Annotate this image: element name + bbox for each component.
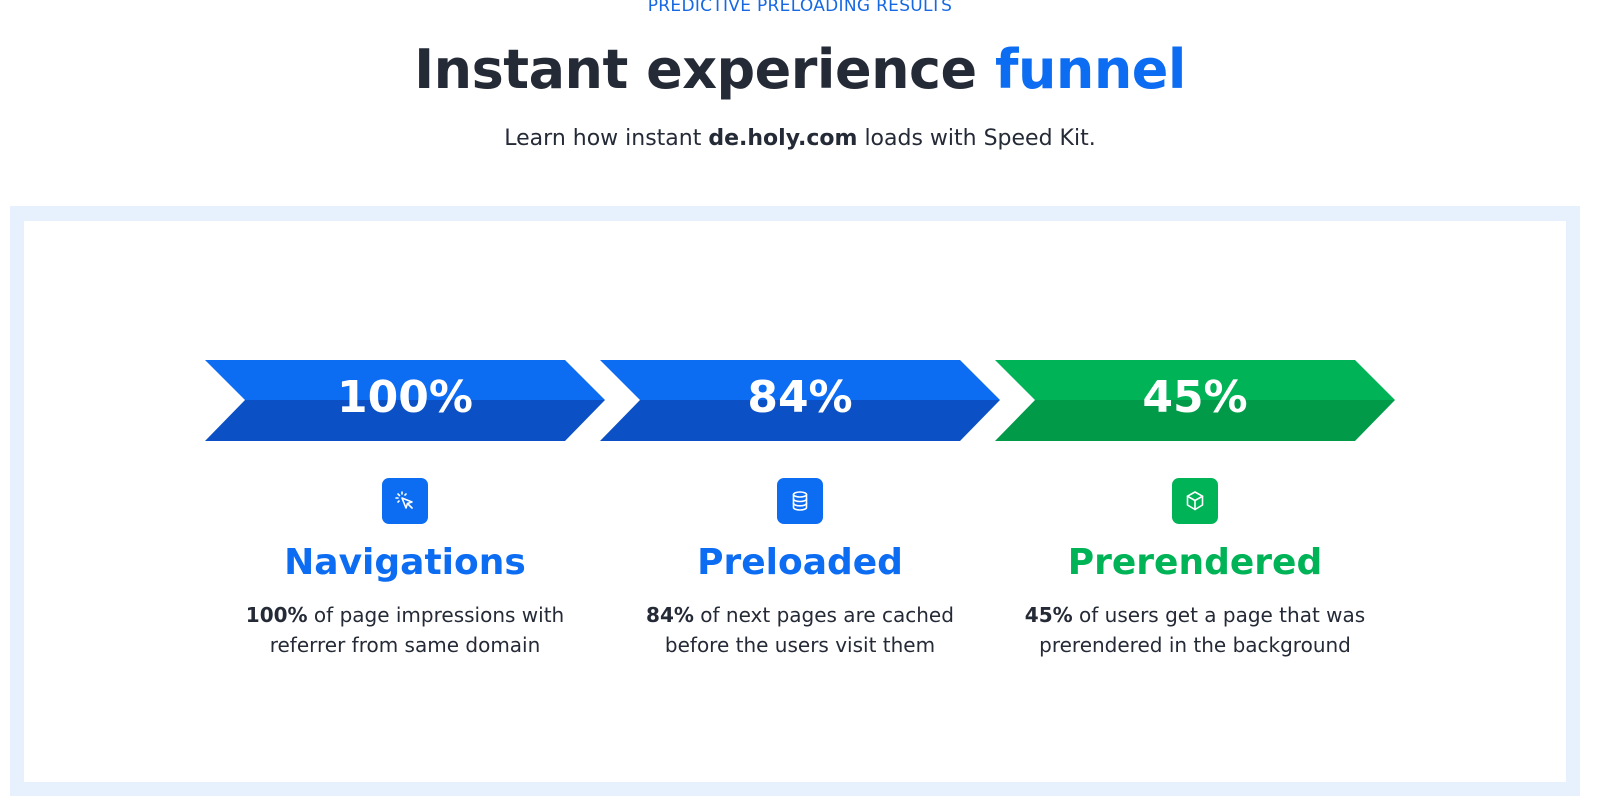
section-eyebrow: PREDICTIVE PRELOADING RESULTS [647, 0, 953, 16]
page-subtitle: Learn how instant de.holy.com loads with… [0, 126, 1600, 151]
step-desc-prerendered: 45% of users get a page that was prerend… [1015, 600, 1375, 660]
step-desc-bold: 45% [1024, 603, 1073, 627]
step-icon-tile-navigations [382, 478, 428, 524]
step-desc-line1: of page impressions with [307, 603, 565, 627]
funnel-value-navigations: 100% [337, 372, 473, 423]
step-title-preloaded: Preloaded [697, 542, 903, 583]
subtitle-prefix: Learn how instant [504, 126, 709, 151]
cube-icon [1186, 491, 1204, 511]
step-title-navigations: Navigations [284, 542, 526, 583]
step-desc-line1: of next pages are cached [693, 603, 954, 627]
step-icon-tile-preloaded [777, 478, 823, 524]
funnel-value-preloaded: 84% [747, 372, 853, 423]
step-desc-preloaded: 84% of next pages are cached before the … [620, 600, 980, 660]
subtitle-domain: de.holy.com [708, 126, 858, 151]
cursor-click-icon [395, 491, 413, 509]
subtitle-suffix: loads with Speed Kit. [857, 126, 1096, 151]
step-title-prerendered: Prerendered [1067, 542, 1323, 583]
step-desc-bold: 84% [646, 603, 694, 627]
title-accent: funnel [994, 38, 1186, 101]
step-icon-tile-prerendered [1172, 478, 1218, 524]
step-desc-bold: 100% [245, 603, 308, 627]
step-desc-line2: before the users visit them [664, 633, 936, 657]
page-title: Instant experience funnel [0, 38, 1600, 101]
step-desc-line2: referrer from same domain [269, 633, 541, 657]
database-icon [792, 491, 808, 511]
title-main: Instant experience [414, 38, 995, 101]
step-desc-line2: prerendered in the background [1039, 633, 1351, 657]
step-desc-navigations: 100% of page impressions with referrer f… [225, 600, 585, 660]
funnel-value-prerendered: 45% [1142, 372, 1248, 423]
step-desc-line1: of users get a page that was [1072, 603, 1366, 627]
